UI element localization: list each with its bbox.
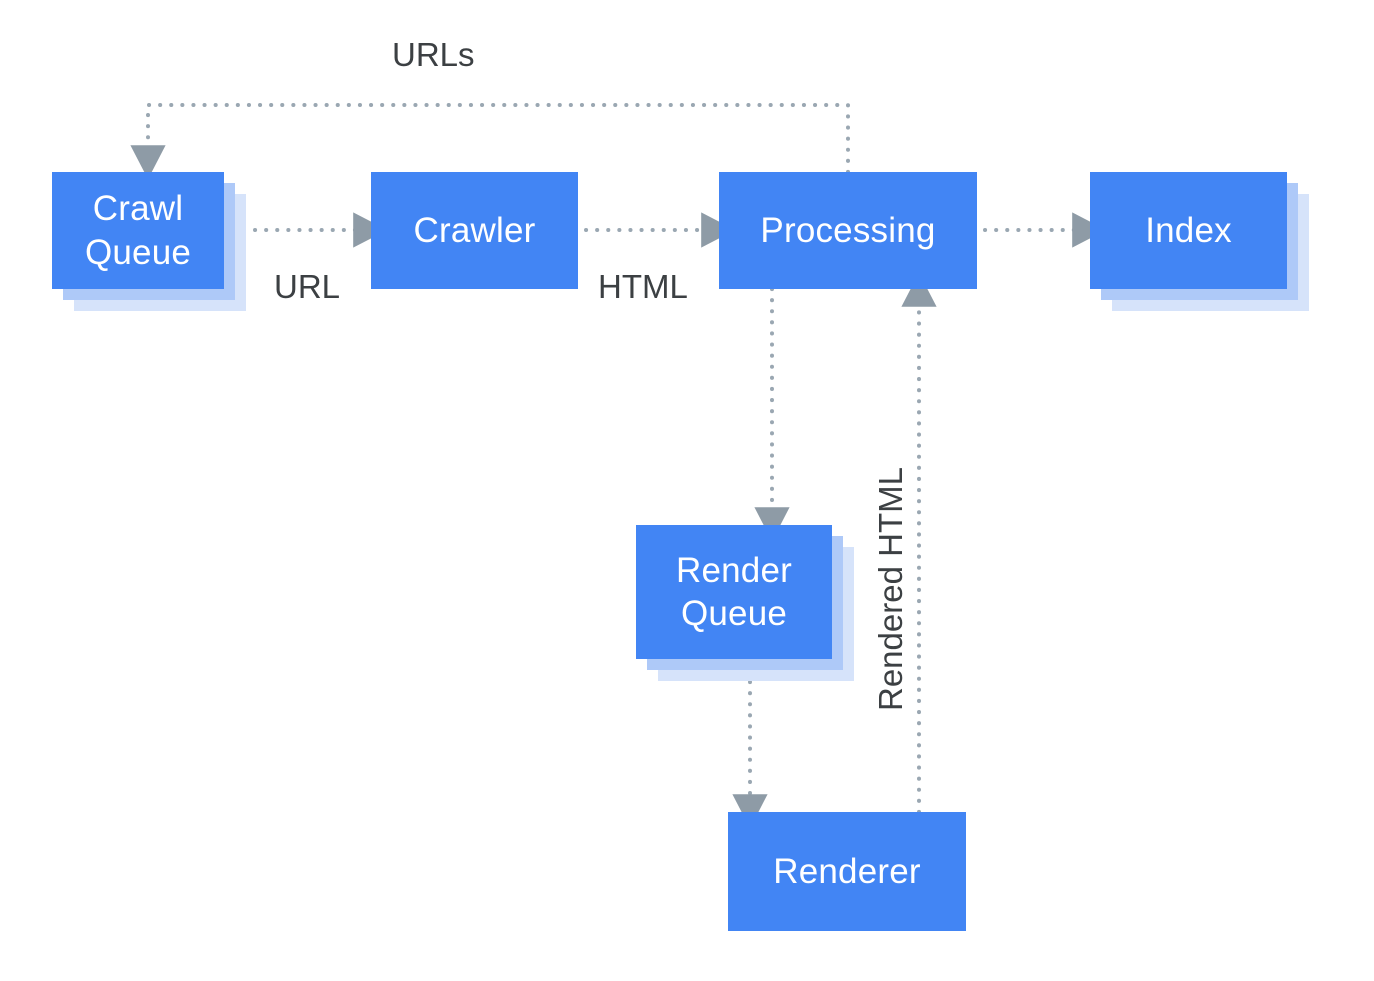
- node-index[interactable]: Index: [1090, 172, 1287, 289]
- edge-processing-to-crawl-queue: [130, 103, 850, 180]
- node-processing[interactable]: Processing: [719, 172, 977, 289]
- node-render-queue[interactable]: Render Queue: [636, 525, 832, 659]
- node-render-queue-label: Render Queue: [676, 550, 792, 633]
- node-crawl-queue[interactable]: Crawl Queue: [52, 172, 224, 289]
- node-crawler[interactable]: Crawler: [371, 172, 578, 289]
- edge-label-url: URL: [274, 268, 341, 305]
- edge-label-rendered-html: Rendered HTML: [872, 467, 909, 711]
- edge-label-html: HTML: [598, 268, 688, 305]
- node-crawler-label: Crawler: [413, 210, 536, 250]
- node-crawl-queue-label: Crawl Queue: [84, 189, 192, 272]
- node-renderer[interactable]: Renderer: [728, 812, 966, 931]
- node-index-label: Index: [1145, 210, 1232, 250]
- edge-label-urls: URLs: [392, 36, 475, 73]
- node-renderer-label: Renderer: [773, 851, 921, 891]
- node-processing-label: Processing: [760, 210, 936, 250]
